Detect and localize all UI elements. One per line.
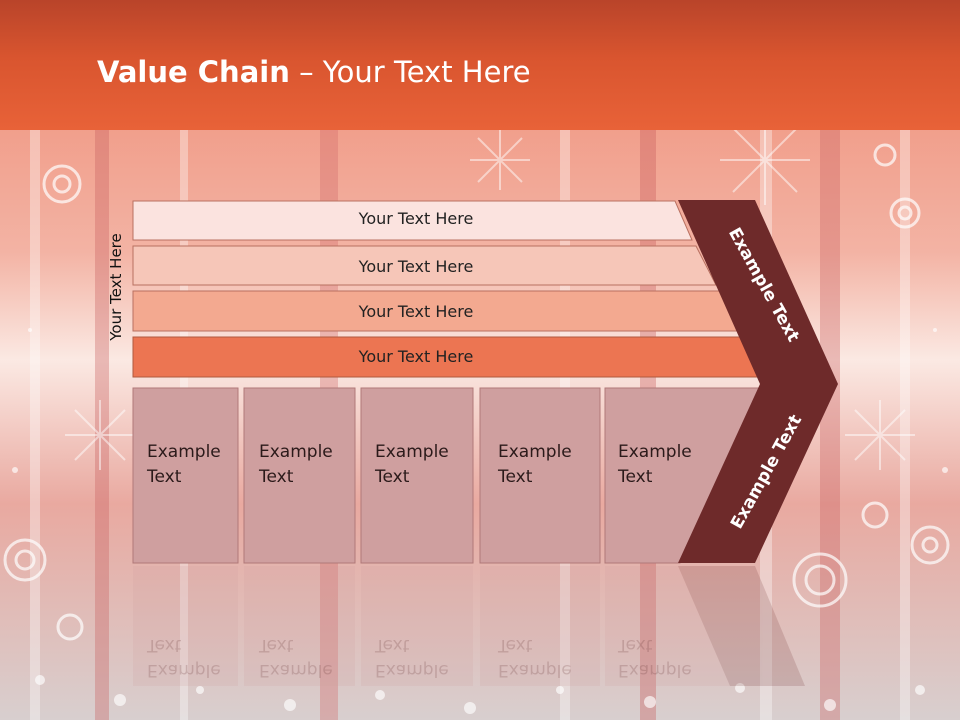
bar-1-label: Your Text Here xyxy=(358,209,474,228)
bar-4-label: Your Text Here xyxy=(358,347,474,366)
box-5-line2: Text xyxy=(618,467,653,487)
box-5-refl-line1: Example xyxy=(618,660,692,680)
box-4-refl-line2: Text xyxy=(498,635,533,655)
box-3-refl-line1: Example xyxy=(375,660,449,680)
box-1-line1: Example xyxy=(147,442,221,462)
header-band xyxy=(0,0,960,130)
title-bold: Value Chain xyxy=(97,55,290,89)
bar-1-shape xyxy=(132,200,693,241)
box-5-refl-line2: Text xyxy=(618,635,653,655)
box-5-line1: Example xyxy=(618,442,692,462)
box-2-line1: Example xyxy=(259,442,333,462)
box-3-shape xyxy=(360,387,474,564)
box-1-refl-line2: Text xyxy=(147,635,182,655)
box-4-reflection: Example Text xyxy=(498,632,572,682)
box-1-line2: Text xyxy=(147,467,182,487)
box-3-line2: Text xyxy=(375,467,410,487)
box-5-reflection: Example Text xyxy=(618,632,692,682)
box-4-line1: Example xyxy=(498,442,572,462)
box-4-line2: Text xyxy=(498,467,533,487)
box-2-refl-line2: Text xyxy=(259,635,294,655)
title-rest: – Your Text Here xyxy=(289,55,531,89)
box-3-line1: Example xyxy=(375,442,449,462)
bar-3-label: Your Text Here xyxy=(358,302,474,321)
box-2-shape xyxy=(243,387,356,564)
box-3-reflection: Example Text xyxy=(375,632,449,682)
chevron-shape xyxy=(678,200,838,563)
box-4-refl-line1: Example xyxy=(498,660,572,680)
box-1-refl-line1: Example xyxy=(147,660,221,680)
box-2-reflection: Example Text xyxy=(259,632,333,682)
bar-2-label: Your Text Here xyxy=(358,257,474,276)
box-2-refl-line1: Example xyxy=(259,660,333,680)
box-1-shape xyxy=(132,387,239,564)
box-1-reflection: Example Text xyxy=(147,632,221,682)
box-3-refl-line2: Text xyxy=(375,635,410,655)
reflection xyxy=(133,566,805,686)
box-4-shape xyxy=(479,387,601,564)
box-2-line2: Text xyxy=(259,467,294,487)
slide-title: Value Chain – Your Text Here xyxy=(97,55,531,89)
